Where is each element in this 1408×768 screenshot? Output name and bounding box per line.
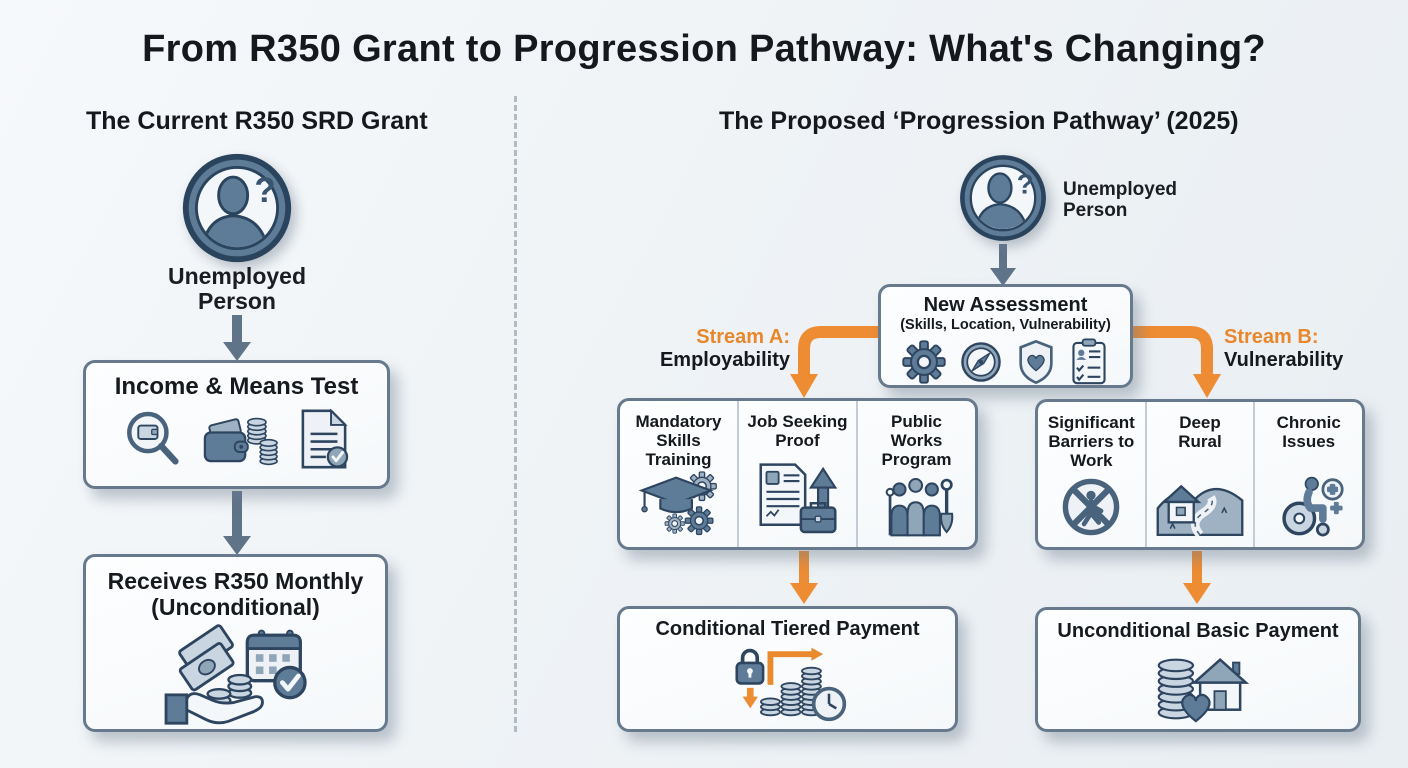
stream-a-outcome-arrow [790,551,818,604]
infographic-title: From R350 Grant to Progression Pathway: … [142,28,1266,70]
stream-a-column-skills: Mandatory Skills Training [620,401,737,547]
stream-b-label: Stream B: Vulnerability [1224,326,1394,372]
stream-a-connector-arrow [790,326,897,398]
wallet-coins-icon [203,417,278,466]
stream-b-column-barriers: Significant Barriers to Work [1038,402,1145,547]
stream-a-label-type: Employability [659,349,790,371]
column-title: Chronic Issues [1276,413,1341,452]
stream-a-column-jobseek: Job Seeking Proof [737,401,856,547]
section-divider-line [514,96,517,732]
stream-b-outcome-arrow [1183,551,1211,604]
down-arrow [223,491,251,555]
assessment-subtitle: (Skills, Location, Vulnerability) [900,317,1111,333]
graduation-cap-gears-icon [638,471,717,536]
shield-heart-icon [1019,339,1053,385]
person-label: Unemployed Person [1063,179,1178,221]
stream-a-label-name: Stream A: [696,326,790,348]
down-arrow [223,315,251,361]
stream-b-label-name: Stream B: [1224,326,1319,348]
coins-house-heart-icon [1157,658,1250,723]
means-test-title: Income & Means Test [114,373,359,400]
cv-arrow-briefcase-icon [758,463,837,534]
lock-coins-clock-icon [734,647,846,722]
document-check-icon [301,408,348,469]
person-label: Unemployed Person [167,263,307,315]
wheelchair-medical-icon [1282,476,1344,537]
r350-payment-title: Receives R350 Monthly (Unconditional) [107,568,364,621]
unconditional-payment-box: Unconditional Basic Payment [1035,607,1361,732]
stream-b-column-chronic: Chronic Issues [1253,402,1362,547]
gear-icon [902,340,946,384]
stream-a-box: Mandatory Skills Training Job Seeking Pr… [617,398,978,550]
no-work-icon [1063,478,1120,536]
left-section-header: The Current R350 SRD Grant [86,107,428,135]
column-title: Mandatory Skills Training [635,412,722,470]
hand-money-calendar-icon [164,624,307,725]
compass-icon [961,342,1001,382]
column-title: Public Works Program [881,412,952,470]
conditional-payment-box: Conditional Tiered Payment [617,606,958,732]
stream-b-connector-arrow [1114,326,1221,398]
stream-b-box: Significant Barriers to Work Deep Rural [1035,399,1365,550]
rural-house-road-icon [1156,484,1244,538]
svg-text:?: ? [254,171,275,210]
stream-b-column-rural: Deep Rural [1144,402,1254,547]
person-question-icon: ? [182,153,292,263]
svg-text:?: ? [1017,168,1034,199]
clipboard-checklist-icon [1072,338,1106,385]
column-title: Significant Barriers to Work [1047,413,1135,471]
assessment-title: New Assessment [923,294,1088,316]
assessment-box: New Assessment (Skills, Location, Vulner… [878,284,1133,388]
unconditional-payment-title: Unconditional Basic Payment [1057,620,1339,642]
stream-a-label: Stream A: Employability [622,326,790,372]
r350-payment-box: Receives R350 Monthly (Unconditional) [83,554,388,732]
down-arrow [990,244,1016,286]
stream-a-column-publicworks: Public Works Program [856,401,975,547]
column-title: Job Seeking Proof [747,412,848,451]
column-title: Deep Rural [1178,413,1222,452]
magnifier-wallet-icon [126,411,179,465]
workers-shovel-icon [885,478,953,537]
stream-b-label-type: Vulnerability [1224,349,1344,371]
right-section-header: The Proposed ‘Progression Pathway’ (2025… [719,107,1239,135]
conditional-payment-title: Conditional Tiered Payment [655,618,920,640]
person-question-icon: ? [960,155,1046,241]
means-test-box: Income & Means Test [83,360,390,489]
